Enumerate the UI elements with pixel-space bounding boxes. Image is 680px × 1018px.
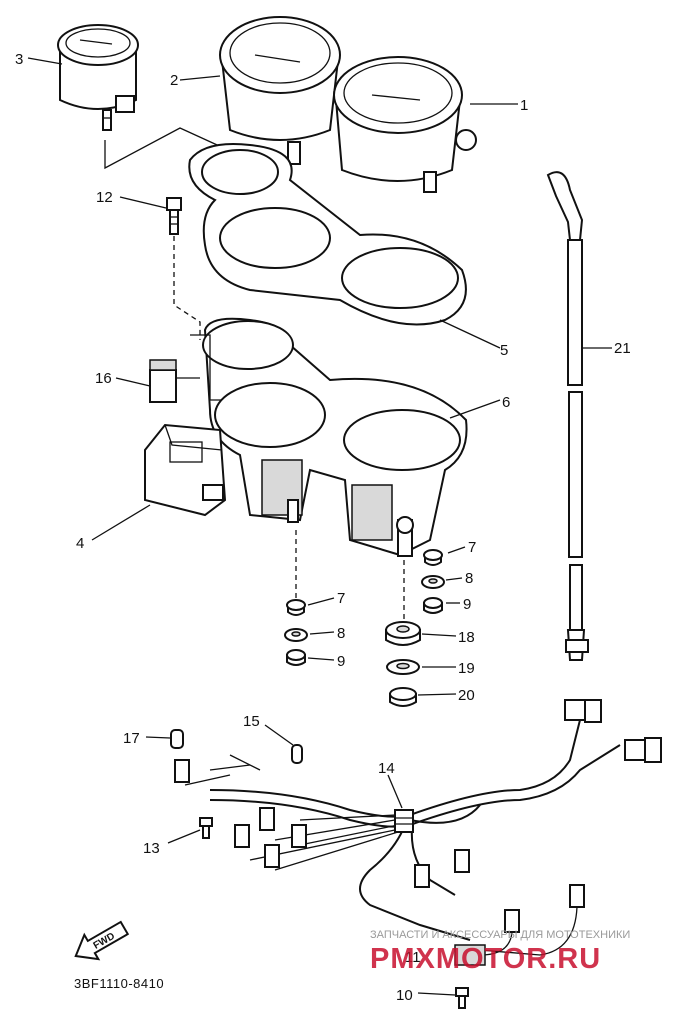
part-14-wire-harness	[174, 699, 662, 966]
callout-3: 3	[15, 51, 23, 68]
watermark-tagline: ЗАПЧАСТИ И АКСЕССУАРЫ ДЛЯ МОТОТЕХНИКИ	[370, 929, 630, 941]
callout-5: 5	[500, 342, 508, 359]
callout-9-left: 9	[337, 653, 345, 670]
part-2-tachometer	[219, 16, 341, 165]
diagram-code: 3BF1110-8410	[74, 976, 164, 991]
guide-line-3	[104, 127, 251, 170]
fastener-stack-right	[421, 549, 445, 614]
part-15-bulb	[291, 744, 303, 764]
watermark-brand: PMXMOTOR.RU	[370, 943, 601, 975]
part-1-speedometer	[333, 56, 477, 193]
fastener-stack-center	[385, 560, 421, 707]
callout-15: 15	[243, 713, 260, 730]
part-5-upper-bracket	[188, 143, 467, 326]
callout-21: 21	[614, 340, 631, 357]
part-3-gauge	[57, 24, 139, 131]
callout-14: 14	[378, 760, 395, 777]
leader-lines	[27, 57, 612, 996]
callout-11: 11	[405, 949, 421, 966]
fastener-stack-left	[284, 530, 308, 666]
callout-1: 1	[520, 97, 528, 114]
part-4-indicator-box	[144, 423, 227, 517]
part-10-screw	[455, 987, 469, 1009]
part-13-screw	[199, 817, 213, 839]
callout-12: 12	[96, 189, 113, 206]
callout-13: 13	[143, 840, 160, 857]
callout-6: 6	[502, 394, 510, 411]
callout-7-right: 7	[468, 539, 476, 556]
callout-20: 20	[458, 687, 475, 704]
callout-18: 18	[458, 629, 475, 646]
part-21-cable	[546, 171, 589, 661]
part-17-bulb	[170, 729, 184, 749]
part-6-lower-bracket	[190, 317, 468, 557]
callout-9-right: 9	[463, 596, 471, 613]
callout-8-right: 8	[465, 570, 473, 587]
fwd-arrow: FWD	[74, 920, 130, 961]
callout-8-left: 8	[337, 625, 345, 642]
watermark: ЗАПЧАСТИ И АКСЕССУАРЫ ДЛЯ МОТОТЕХНИКИ PM…	[370, 929, 630, 975]
part-12-screw	[166, 197, 201, 340]
callout-17: 17	[123, 730, 140, 747]
callout-4: 4	[76, 535, 84, 552]
callout-labels: 1 2 3 4 5 6 7 8 9 7 8 9 18 19 20 21 12 1…	[15, 51, 631, 1004]
callout-19: 19	[458, 660, 475, 677]
part-16-relay	[149, 359, 200, 403]
callout-7-left: 7	[337, 590, 345, 607]
callout-10: 10	[396, 987, 413, 1004]
callout-2: 2	[170, 72, 178, 89]
callout-16: 16	[95, 370, 112, 387]
